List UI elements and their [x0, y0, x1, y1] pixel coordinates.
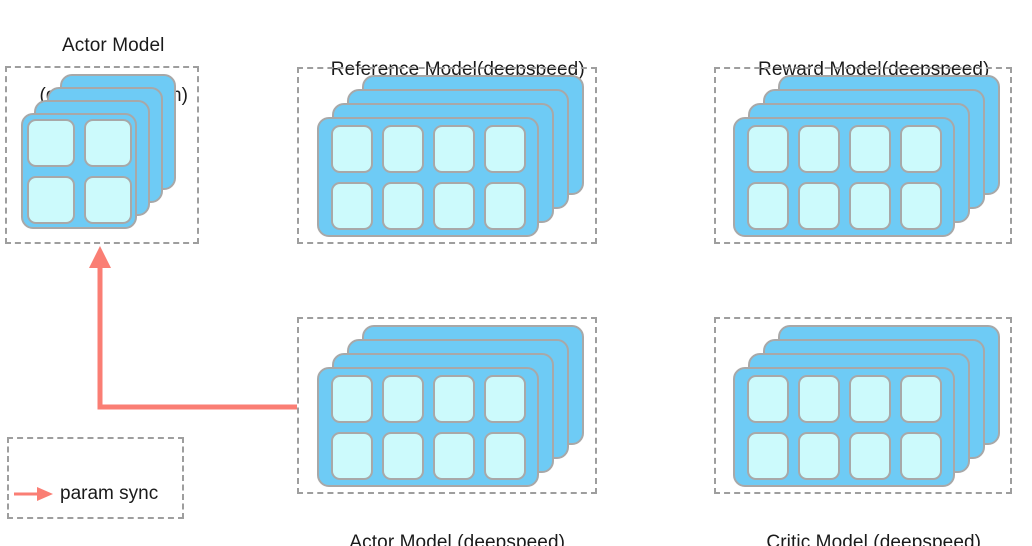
param-sync-arrow-line	[97, 262, 297, 410]
gpu-chip	[899, 124, 942, 173]
gpu-chip	[330, 374, 373, 423]
group-label-actor-deepspeed-line1: Actor Model (deepspeed)	[349, 532, 566, 546]
gpu-chip	[848, 181, 891, 230]
group-box-actor-vllm[interactable]	[5, 66, 199, 244]
gpu-chip	[83, 175, 132, 224]
group-box-reference[interactable]	[297, 67, 597, 244]
gpu-chip	[899, 431, 942, 480]
group-box-actor-deepspeed[interactable]	[297, 317, 597, 494]
group-box-reward[interactable]	[714, 67, 1012, 244]
group-label-reference-line1: Reference Model(deepspeed)	[330, 59, 585, 80]
gpu-stack-reference	[299, 69, 599, 246]
gpu-card-layer-1	[317, 117, 539, 237]
group-label-actor-deepspeed: Actor Model (deepspeed)	[297, 505, 597, 546]
gpu-chip	[797, 374, 840, 423]
gpu-card-layer-1	[317, 367, 539, 487]
gpu-chip	[746, 431, 789, 480]
gpu-stack-actor-deepspeed	[299, 319, 599, 496]
gpu-chip	[381, 124, 424, 173]
legend-box	[7, 437, 184, 519]
gpu-card-layer-1	[733, 117, 955, 237]
gpu-stack-reward	[716, 69, 1014, 246]
gpu-chip	[26, 175, 75, 224]
gpu-stack-actor-vllm	[7, 68, 201, 246]
gpu-chip	[432, 124, 475, 173]
gpu-chip	[483, 181, 526, 230]
group-label-critic: Critic Model (deepspeed)	[714, 505, 1012, 546]
gpu-chip	[381, 431, 424, 480]
gpu-stack-critic	[716, 319, 1014, 496]
gpu-chip	[483, 431, 526, 480]
gpu-chip	[797, 124, 840, 173]
gpu-chip	[483, 124, 526, 173]
gpu-chip	[432, 181, 475, 230]
gpu-chip	[899, 181, 942, 230]
gpu-chip	[848, 124, 891, 173]
legend-arrow-label: param sync	[60, 483, 159, 504]
gpu-chip	[483, 374, 526, 423]
gpu-chip	[330, 431, 373, 480]
group-label-actor-vllm-line1: Actor Model	[61, 35, 165, 56]
gpu-card-layer-1	[733, 367, 955, 487]
gpu-chip	[797, 431, 840, 480]
gpu-chip	[848, 374, 891, 423]
group-label-reference: Reference Model(deepspeed)	[297, 32, 597, 107]
gpu-chip	[330, 181, 373, 230]
gpu-card-layer-1	[21, 113, 137, 229]
param-sync-arrow-head	[89, 246, 111, 268]
gpu-chip	[746, 181, 789, 230]
gpu-chip	[746, 374, 789, 423]
group-box-critic[interactable]	[714, 317, 1012, 494]
gpu-chip	[797, 181, 840, 230]
group-label-critic-line1: Critic Model (deepspeed)	[766, 532, 982, 546]
gpu-chip	[899, 374, 942, 423]
gpu-chip	[83, 118, 132, 167]
group-label-reward-line1: Reward Model(deepspeed)	[758, 59, 990, 80]
gpu-chip	[432, 374, 475, 423]
gpu-chip	[746, 124, 789, 173]
gpu-chip	[330, 124, 373, 173]
group-label-reward: Reward Model(deepspeed)	[714, 32, 1012, 107]
gpu-chip	[848, 431, 891, 480]
gpu-chip	[381, 374, 424, 423]
gpu-chip	[381, 181, 424, 230]
gpu-chip	[432, 431, 475, 480]
gpu-chip	[26, 118, 75, 167]
